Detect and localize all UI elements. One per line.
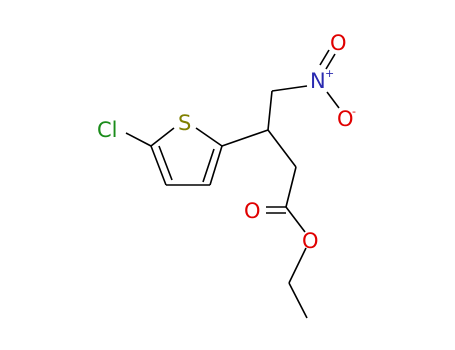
bond-o-ch2 (288, 247, 307, 284)
bond-n-o-bottom (326, 91, 340, 109)
bond-ch-ch2-nitro (267, 90, 273, 131)
bond-ch2-ch3 (288, 282, 308, 319)
bond-c4-c5 (150, 145, 167, 186)
atom-oxygen-top: O (330, 31, 347, 55)
bond-c2-c3 (209, 145, 223, 186)
bond-n-o-top (325, 53, 336, 70)
bond-n-o-top-double (319, 49, 330, 66)
atom-oxygen-ester: O (302, 229, 319, 253)
bond-c5-cl (125, 132, 152, 147)
atom-chlorine: Cl (97, 118, 118, 142)
atom-nitrogen: N (310, 69, 326, 93)
bond-ch2-n (271, 85, 308, 92)
atom-oxygen-carbonyl: O (244, 199, 261, 223)
bond-c2-c3-inner (202, 148, 215, 183)
nitrogen-charge: + (325, 67, 334, 80)
bond-c-o-ester (285, 206, 306, 233)
atom-sulfur: S (178, 111, 191, 135)
atom-oxygen-bottom: O (337, 107, 354, 131)
bond-c4-c5-inner (158, 145, 173, 181)
oxygen-charge: - (352, 105, 356, 118)
bond-s-c2 (195, 127, 223, 147)
bond-ch2-carbonyl (285, 166, 297, 208)
bond-c2-ch (221, 129, 269, 147)
bond-ch-ch2 (267, 129, 297, 168)
bond-c5-s (150, 127, 175, 147)
